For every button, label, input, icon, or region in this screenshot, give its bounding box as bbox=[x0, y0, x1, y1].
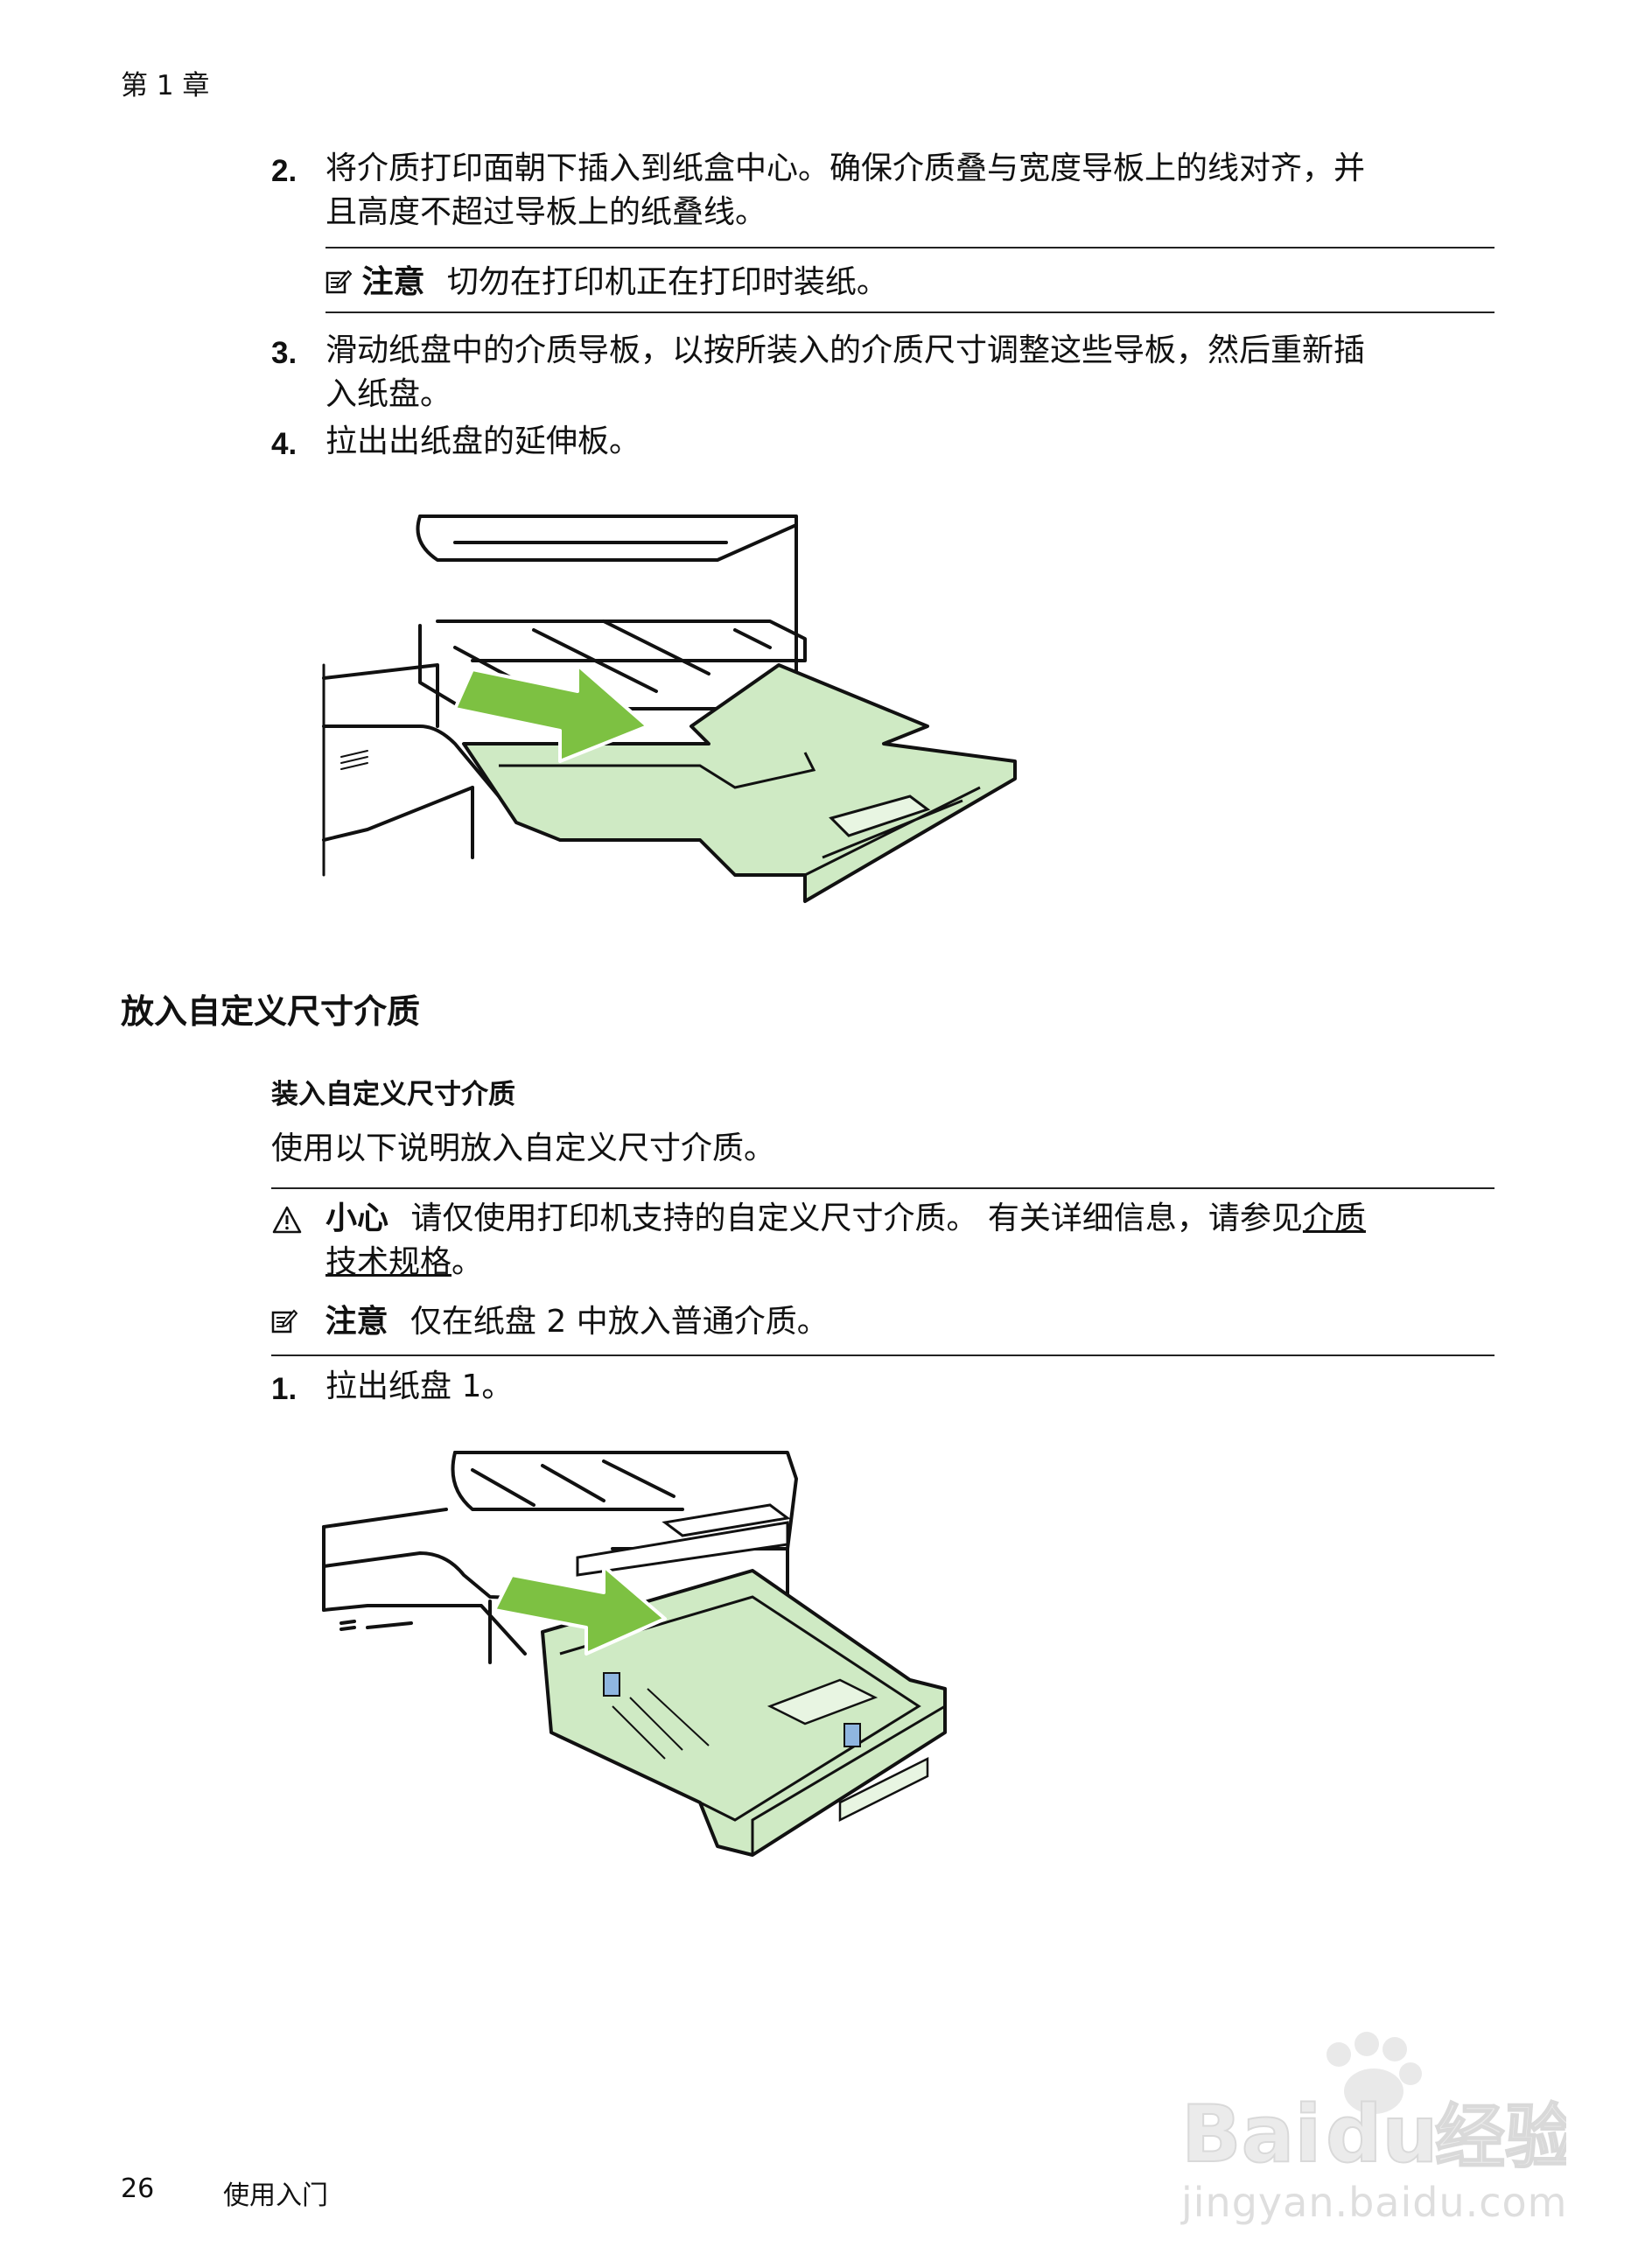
step-number: 4. bbox=[271, 427, 298, 461]
step-text: 拉出出纸盘的延伸板。 bbox=[326, 424, 641, 459]
svg-text:du: du bbox=[1326, 2089, 1438, 2180]
divider bbox=[271, 1187, 1494, 1189]
divider bbox=[326, 247, 1494, 248]
note-text: 仅在纸盘 2 中放入普通介质。 bbox=[410, 1304, 829, 1340]
output-tray-illustration bbox=[322, 514, 1017, 903]
note-label: 注意 bbox=[325, 1304, 388, 1340]
step-text: 入纸盘。 bbox=[326, 376, 452, 412]
input-tray-illustration bbox=[322, 1451, 947, 1857]
caution-label: 小心 bbox=[326, 1200, 389, 1236]
divider bbox=[271, 1354, 1494, 1356]
step-text: 将介质打印面朝下插入到纸盒中心。确保介质叠与宽度导板上的线对齐，并 bbox=[326, 150, 1366, 186]
step-text: 滑动纸盘中的介质导板，以按所装入的介质尺寸调整这些导板，然后重新插 bbox=[326, 332, 1366, 368]
divider bbox=[326, 312, 1494, 313]
warning-icon bbox=[271, 1204, 306, 1239]
caution-text: 请仅使用打印机支持的自定义尺寸介质。 有关详细信息，请参见 bbox=[410, 1200, 1303, 1236]
watermark-url: jingyan.baidu.com bbox=[1181, 2179, 1568, 2226]
subsection-title: 装入自定义尺寸介质 bbox=[271, 1079, 515, 1110]
paw-logo-icon: Bai du 经验 bbox=[1180, 2032, 1576, 2181]
svg-text:Bai: Bai bbox=[1181, 2089, 1321, 2180]
note-icon bbox=[271, 1309, 298, 1334]
media-spec-link[interactable]: 介质 bbox=[1302, 1200, 1366, 1236]
note-icon bbox=[326, 270, 352, 294]
section-title: 放入自定义尺寸介质 bbox=[121, 992, 421, 1031]
note-text: 切勿在打印机正在打印时装纸。 bbox=[446, 264, 888, 300]
note-block: 注意 仅在纸盘 2 中放入普通介质。 bbox=[271, 1300, 829, 1344]
caution-end: 。 bbox=[452, 1244, 484, 1280]
chapter-header: 第 1 章 bbox=[121, 70, 210, 102]
media-spec-link[interactable]: 技术规格 bbox=[326, 1244, 452, 1280]
svg-text:经验: 经验 bbox=[1435, 2096, 1566, 2178]
footer-section: 使用入门 bbox=[223, 2180, 328, 2211]
step-number: 3. bbox=[271, 336, 298, 370]
step-number: 2. bbox=[271, 154, 298, 188]
note-block: 注意 切勿在打印机正在打印时装纸。 bbox=[326, 261, 888, 304]
step-text: 且高度不超过导板上的纸叠线。 bbox=[326, 194, 767, 230]
caution-line1: 小心 请仅使用打印机支持的自定义尺寸介质。 有关详细信息，请参见介质 bbox=[326, 1197, 1366, 1241]
note-label: 注意 bbox=[361, 264, 425, 300]
baidu-watermark: Bai du 经验 jingyan.baidu.com bbox=[1164, 2030, 1576, 2226]
intro-text: 使用以下说明放入自定义尺寸介质。 bbox=[271, 1130, 776, 1166]
caution-line2: 技术规格。 bbox=[326, 1241, 483, 1284]
step-number: 1. bbox=[271, 1372, 298, 1406]
page-number: 26 bbox=[121, 2174, 155, 2204]
step-text: 拉出纸盘 1。 bbox=[326, 1368, 514, 1404]
